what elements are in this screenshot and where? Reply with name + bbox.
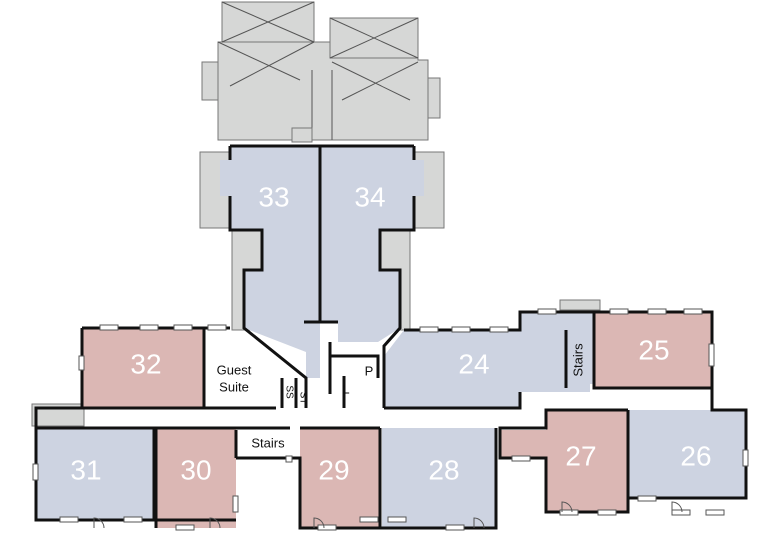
- unit-26[interactable]: 26: [628, 410, 746, 498]
- ss-label: SS: [283, 385, 294, 399]
- unit-24[interactable]: 24: [384, 312, 594, 408]
- common-labels: Guest Suite Stairs Stairs SS ST L P: [217, 343, 586, 451]
- p-label: P: [365, 363, 374, 378]
- unit-32[interactable]: 32: [82, 328, 204, 408]
- unit-25-label: 25: [638, 334, 669, 365]
- unit-29-label: 29: [318, 454, 349, 485]
- stairs-right-label: Stairs: [570, 343, 585, 377]
- st-label: ST: [297, 392, 308, 405]
- l-label: L: [342, 381, 349, 396]
- unit-25[interactable]: 25: [594, 312, 712, 388]
- guest-suite-label-line2: Suite: [219, 379, 249, 394]
- unit-27-label: 27: [565, 440, 596, 471]
- guest-suite-label-line1: Guest: [217, 362, 252, 377]
- unit-24-label: 24: [458, 348, 489, 379]
- unit-29[interactable]: 29: [300, 428, 380, 528]
- unit-30[interactable]: 30: [156, 428, 236, 528]
- unit-28-label: 28: [428, 454, 459, 485]
- walls: [34, 144, 748, 530]
- unit-34[interactable]: 34: [320, 146, 424, 342]
- unit-33-label: 33: [258, 181, 289, 212]
- unit-31[interactable]: 31: [36, 428, 154, 520]
- unit-32-label: 32: [130, 348, 161, 379]
- unit-28[interactable]: 28: [382, 428, 496, 528]
- unit-34-label: 34: [354, 181, 385, 212]
- windows: [32, 308, 749, 531]
- unit-30-label: 30: [180, 454, 211, 485]
- stairs-center-label: Stairs: [251, 435, 285, 450]
- unit-27[interactable]: 27: [500, 410, 628, 512]
- existing-building: [201, 1, 441, 143]
- unit-31-label: 31: [70, 454, 101, 485]
- door-swings: [93, 501, 683, 529]
- unit-26-label: 26: [680, 440, 711, 471]
